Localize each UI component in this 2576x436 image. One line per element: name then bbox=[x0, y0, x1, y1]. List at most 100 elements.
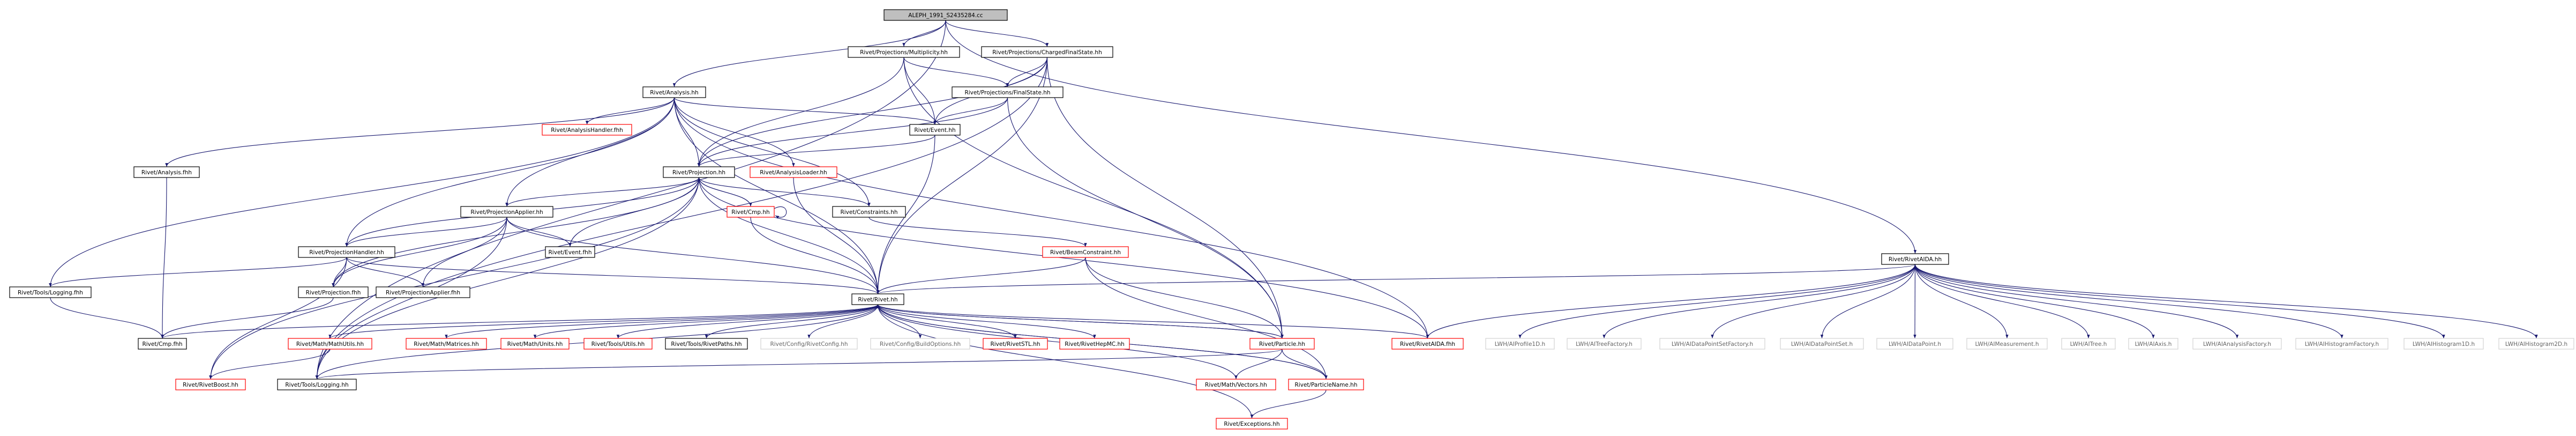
node-box bbox=[288, 338, 372, 350]
node-box bbox=[1059, 338, 1130, 350]
edge-analysis-to-analysisfhh bbox=[165, 97, 675, 167]
node-rivet-math-units-hh[interactable]: Rivet/Math/Units.hh bbox=[500, 338, 570, 350]
edge-rivetaida-to-itree bbox=[1914, 264, 2090, 339]
edge-rivetaida-to-iprofile1d bbox=[1518, 264, 1916, 339]
edge-rivetaida-to-rivetaidafhh bbox=[1426, 264, 1916, 339]
node-label: Rivet/Cmp.hh bbox=[731, 209, 769, 216]
node-box bbox=[9, 286, 92, 298]
node-label: LWH/AITreeFactory.h bbox=[1576, 341, 1633, 348]
edge-rivethh-to-exceptions bbox=[877, 304, 1254, 419]
node-rivet-tools-logging-hh[interactable]: Rivet/Tools/Logging.hh bbox=[277, 379, 357, 390]
node-rivet-projection-hh[interactable]: Rivet/Projection.hh bbox=[663, 166, 735, 178]
node-rivet-rivet-hh[interactable]: Rivet/Rivet.hh bbox=[851, 293, 904, 305]
node-rivet-constraints-hh[interactable]: Rivet/Constraints.hh bbox=[832, 206, 906, 218]
node-label: ALEPH_1991_S2435284.cc bbox=[908, 12, 983, 19]
node-rivet-exceptions-hh[interactable]: Rivet/Exceptions.hh bbox=[1216, 418, 1288, 430]
node-rivet-event-fhh[interactable]: Rivet/Event.fhh bbox=[545, 246, 595, 258]
node-rivet-tools-utils-hh[interactable]: Rivet/Tools/Utils.hh bbox=[583, 338, 653, 350]
edge-particle-to-rivethh bbox=[876, 304, 1283, 339]
edge-chargedfs-to-projection bbox=[697, 57, 1048, 167]
edge-mathutils-to-rivetboost bbox=[209, 349, 331, 380]
edge-rivetaida-to-idpset bbox=[1820, 264, 1916, 339]
node-label: Rivet/AnalysisHandler.fhh bbox=[551, 127, 623, 134]
node-lwh-aidatapoint-h: LWH/AIDataPoint.h bbox=[1876, 338, 1953, 350]
node-rivet-math-matrices-hh[interactable]: Rivet/Math/Matrices.hh bbox=[406, 338, 487, 350]
edge-rivetaida-to-rivethh bbox=[877, 264, 1916, 294]
node-rivet-analysis-fhh[interactable]: Rivet/Analysis.fhh bbox=[133, 166, 200, 178]
node-rivet-projection-fhh[interactable]: Rivet/Projection.fhh bbox=[298, 286, 369, 298]
node-rivet-analysishandler-fhh[interactable]: Rivet/AnalysisHandler.fhh bbox=[542, 124, 632, 136]
node-label: LWH/AIDataPointSet.h bbox=[1791, 341, 1853, 348]
node-label: Rivet/Tools/Logging.fhh bbox=[18, 290, 83, 296]
node-rivet-projections-multiplicity-hh[interactable]: Rivet/Projections/Multiplicity.hh bbox=[848, 46, 960, 58]
node-label: Rivet/Event.fhh bbox=[549, 249, 592, 256]
node-rivet-cmp-hh[interactable]: Rivet/Cmp.hh bbox=[727, 206, 775, 218]
node-rivet-rivetboost-hh[interactable]: Rivet/RivetBoost.hh bbox=[175, 379, 246, 390]
edge-rivethh-to-rivetpaths bbox=[705, 304, 879, 339]
node-rivet-math-vectors-hh[interactable]: Rivet/Math/Vectors.hh bbox=[1196, 379, 1276, 390]
node-box bbox=[1881, 253, 1949, 265]
edge-multiplicity-to-projection bbox=[697, 57, 904, 167]
node-rivet-tools-logging-fhh[interactable]: Rivet/Tools/Logging.fhh bbox=[9, 286, 92, 298]
edge-analysis-to-rivethh bbox=[673, 97, 880, 294]
node-rivet-rivethepmc-hh[interactable]: Rivet/RivetHepMC.hh bbox=[1059, 338, 1130, 350]
edge-projhandler-to-rivetboost bbox=[209, 257, 347, 380]
edge-rivethh-to-rivetconfig bbox=[807, 304, 879, 339]
node-rivet-projectionapplier-hh[interactable]: Rivet/ProjectionApplier.hh bbox=[460, 206, 553, 218]
node-label: Rivet/Rivet.hh bbox=[858, 297, 897, 303]
node-label: Rivet/Cmp.fhh bbox=[142, 341, 182, 348]
node-rivet-rivetstl-hh[interactable]: Rivet/RivetSTL.hh bbox=[983, 338, 1048, 350]
edge-rivethh-to-matrices bbox=[445, 304, 879, 339]
node-label: Rivet/Math/MathUtils.hh bbox=[296, 341, 364, 348]
node-label: Rivet/BeamConstraint.hh bbox=[1050, 249, 1121, 256]
node-rivet-cmp-fhh[interactable]: Rivet/Cmp.fhh bbox=[138, 338, 187, 350]
node-rivet-tools-rivetpaths-hh[interactable]: Rivet/Tools/RivetPaths.hh bbox=[665, 338, 748, 350]
node-rivet-math-mathutils-hh[interactable]: Rivet/Math/MathUtils.hh bbox=[288, 338, 372, 350]
edge-rivetaida-to-ihist2d bbox=[1914, 264, 2538, 339]
node-rivet-projections-chargedfinalstate-hh[interactable]: Rivet/Projections/ChargedFinalState.hh bbox=[981, 46, 1113, 58]
edge-rivethh-to-toolsutils bbox=[616, 304, 879, 339]
node-label: Rivet/Projection.hh bbox=[672, 169, 725, 176]
node-label: Rivet/Projections/Multiplicity.hh bbox=[860, 49, 948, 56]
edge-analysis-to-analysishandlerfhh bbox=[585, 97, 675, 125]
edge-projhandler-to-rivethh bbox=[346, 257, 879, 294]
node-box bbox=[1196, 379, 1276, 390]
edge-projapplier-to-eventfhh bbox=[506, 217, 572, 247]
node-rivet-projectionapplier-fhh[interactable]: Rivet/ProjectionApplier.fhh bbox=[376, 286, 470, 298]
node-box bbox=[277, 379, 357, 390]
node-lwh-aitreefactory-h: LWH/AITreeFactory.h bbox=[1567, 338, 1642, 350]
edge-projection-to-projapplier bbox=[505, 177, 700, 207]
edge-event-to-rivethh bbox=[876, 135, 935, 294]
node-box bbox=[2498, 338, 2574, 350]
edge-beamconstraint-to-particlename bbox=[1085, 257, 1328, 380]
edge-constraints-to-beamconstraint bbox=[868, 217, 1087, 247]
node-rivet-particlename-hh[interactable]: Rivet/ParticleName.hh bbox=[1288, 379, 1364, 390]
edge-rivethh-to-rivetaidafhh bbox=[877, 304, 1429, 339]
edge-particlename-to-exceptions bbox=[1250, 389, 1327, 419]
node-rivet-rivetaida-fhh[interactable]: Rivet/RivetAIDA.fhh bbox=[1391, 338, 1464, 350]
edge-projection-to-constraints bbox=[698, 177, 871, 207]
node-label: Rivet/Projection.fhh bbox=[306, 290, 361, 296]
node-box bbox=[1567, 338, 1642, 350]
node-label: Rivet/Math/Matrices.hh bbox=[414, 341, 479, 348]
node-rivet-particle-hh[interactable]: Rivet/Particle.hh bbox=[1249, 338, 1315, 350]
node-rivet-projections-finalstate-hh[interactable]: Rivet/Projections/FinalState.hh bbox=[952, 86, 1064, 98]
node-lwh-aitree-h: LWH/AITree.h bbox=[2061, 338, 2116, 350]
node-label: LWH/AIProfile1D.h bbox=[1495, 341, 1545, 348]
node-rivet-event-hh[interactable]: Rivet/Event.hh bbox=[909, 124, 961, 136]
node-box bbox=[727, 206, 775, 218]
node-rivet-projectionhandler-hh[interactable]: Rivet/ProjectionHandler.hh bbox=[298, 246, 395, 258]
node-rivet-analysisloader-hh[interactable]: Rivet/AnalysisLoader.hh bbox=[750, 166, 837, 178]
node-layer: ALEPH_1991_S2435284.ccRivet/Projections/… bbox=[9, 9, 2574, 430]
node-box bbox=[1216, 418, 1288, 430]
node-rivet-analysis-hh[interactable]: Rivet/Analysis.hh bbox=[642, 86, 706, 98]
edge-projapplier-to-projapplierfhh bbox=[421, 217, 507, 287]
edge-aleph-to-multiplicity bbox=[902, 20, 946, 47]
edge-aleph-to-rivetaida bbox=[945, 20, 1917, 254]
node-box bbox=[542, 124, 632, 136]
node-rivet-rivetaida-hh[interactable]: Rivet/RivetAIDA.hh bbox=[1881, 253, 1949, 265]
node-box bbox=[663, 166, 735, 178]
node-rivet-beamconstraint-hh[interactable]: Rivet/BeamConstraint.hh bbox=[1042, 246, 1129, 258]
node-box bbox=[750, 166, 837, 178]
edge-rivetaida-to-ihist1d bbox=[1914, 264, 2445, 339]
